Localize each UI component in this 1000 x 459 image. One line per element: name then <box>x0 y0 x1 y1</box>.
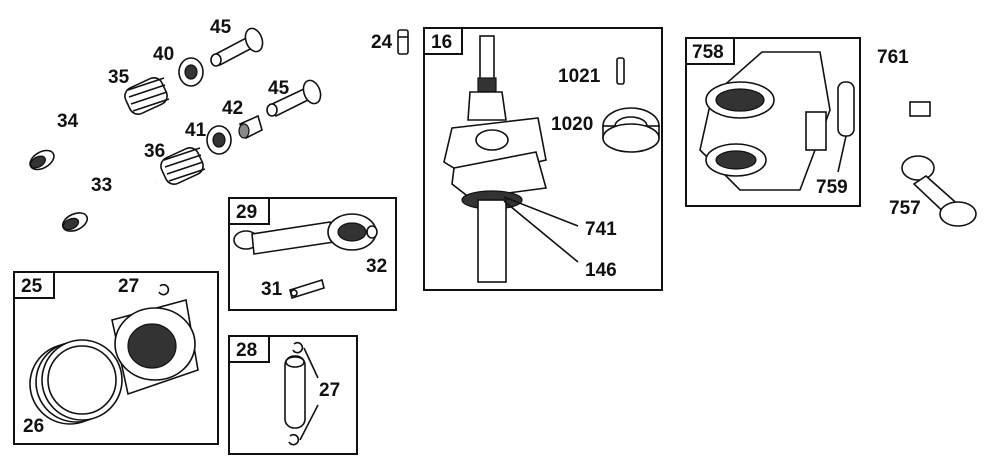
label-759: 759 <box>816 177 848 198</box>
label-741: 741 <box>585 219 617 240</box>
box-25-number: 25 <box>21 276 43 297</box>
key-1021-drawing <box>616 57 625 85</box>
keeper-42-drawing <box>238 114 263 140</box>
box-758-number: 758 <box>692 42 724 63</box>
label-761: 761 <box>877 47 909 68</box>
box-29-number: 29 <box>236 202 257 223</box>
bolt-761-drawing <box>909 24 931 117</box>
gear-1020-drawing <box>602 107 660 153</box>
label-34: 34 <box>57 111 79 132</box>
label-33: 33 <box>91 175 112 196</box>
valve-45-lower-drawing <box>266 79 322 118</box>
rod-757-drawing <box>901 155 977 227</box>
crankshaft-drawing <box>443 35 548 283</box>
clip-27-drawing <box>288 341 319 446</box>
valve-train-group <box>29 27 409 232</box>
pin-759-drawing <box>837 81 855 173</box>
spring-35-drawing <box>124 77 170 115</box>
label-1020: 1020 <box>551 114 593 135</box>
pin-24-drawing <box>397 29 409 55</box>
label-36: 36 <box>144 141 165 162</box>
retainer-40-drawing <box>178 57 204 87</box>
clip-27-top-drawing <box>158 283 170 296</box>
connecting-rod-box: 29 32 31 <box>228 197 397 311</box>
label-146: 146 <box>585 260 617 281</box>
connecting-rod-drawing <box>233 213 378 255</box>
crankshaft-box: 16 1021 1020 741 146 <box>423 27 663 291</box>
piston-drawing <box>111 298 199 396</box>
valve-34-drawing <box>29 110 123 171</box>
retainer-41-drawing <box>206 125 232 155</box>
label-757: 757 <box>889 198 921 219</box>
label-35: 35 <box>108 67 130 88</box>
piston-box: 25 27 26 <box>13 271 219 445</box>
label-24: 24 <box>371 32 393 53</box>
box-28-number: 28 <box>236 340 257 361</box>
label-1021: 1021 <box>558 66 601 87</box>
label-31: 31 <box>261 279 283 300</box>
label-26: 26 <box>23 416 44 437</box>
spring-36-drawing <box>160 147 206 185</box>
lock-31-drawing <box>289 278 325 300</box>
label-42: 42 <box>222 98 243 119</box>
bracket-box: 758 759 <box>685 37 861 207</box>
wrist-pin-box: 28 27 <box>228 335 358 455</box>
label-32: 32 <box>366 256 387 277</box>
leader-146 <box>503 200 579 263</box>
box-16-number: 16 <box>431 32 452 53</box>
label-40: 40 <box>153 44 174 65</box>
label-27-top: 27 <box>118 276 139 297</box>
valve-45-top-drawing <box>210 27 264 67</box>
label-45-lower: 45 <box>268 78 290 99</box>
piston-rings-drawing <box>29 339 123 425</box>
wrist-pin-drawing <box>284 355 306 429</box>
label-41: 41 <box>185 120 207 141</box>
label-45-top: 45 <box>210 17 232 38</box>
leader-741 <box>503 196 579 227</box>
label-27: 27 <box>319 380 340 401</box>
valve-33-drawing <box>61 180 157 232</box>
bracket-758-drawing <box>699 51 831 191</box>
